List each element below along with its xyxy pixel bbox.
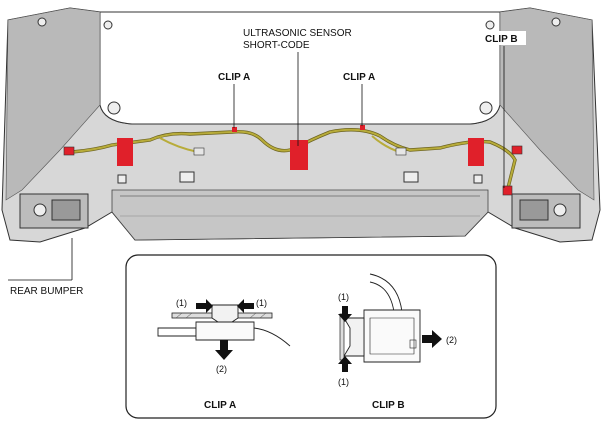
sensor-marker (290, 140, 308, 170)
connector-right-end (511, 145, 523, 155)
clip-a-point-left (232, 127, 237, 132)
clip-detail-panel: (1) (1) (2) CLIP A (1) (1) (2) (125, 254, 497, 419)
clip-a-press-arrow-left (196, 299, 213, 313)
clip-b-step1-top: (1) (338, 292, 349, 302)
clip-b-pull-arrow (422, 330, 442, 348)
clip-a-step1-right: (1) (256, 298, 267, 308)
mount-boss (485, 20, 495, 30)
clip-a-pull-arrow (215, 340, 233, 360)
ultrasonic-sensor-harness (63, 125, 523, 196)
mount-boss (107, 101, 121, 115)
right-reflector (511, 193, 581, 229)
left-side-shade (5, 7, 101, 201)
clip-a-point-right (360, 125, 365, 130)
bumper-opening (99, 11, 501, 125)
clip-b-detail: (1) (1) (2) CLIP B (338, 273, 457, 411)
clip-b-label: CLIP B (485, 34, 518, 45)
clip-a-caption: CLIP A (204, 400, 236, 411)
clip-a-press-arrow-right (237, 299, 254, 313)
connector-left-sensor (193, 147, 205, 156)
connector-left-end (63, 146, 75, 156)
clip-b-caption: CLIP B (372, 400, 405, 411)
mount-boss (479, 101, 493, 115)
clip-b-press-arrow-top (338, 306, 352, 322)
mount-boss (103, 20, 113, 30)
clip-a-detail: (1) (1) (2) CLIP A (157, 298, 291, 411)
rear-bumper-label: REAR BUMPER (10, 286, 83, 297)
clip-b-press-arrow-bottom (338, 356, 352, 372)
clip-a-step1-left: (1) (176, 298, 187, 308)
left-reflector (19, 193, 89, 229)
sensor-marker (117, 138, 133, 166)
sensor-label-line2: SHORT-CODE (243, 40, 310, 51)
mount-boss (551, 17, 561, 27)
bumper-skirt (111, 189, 489, 241)
sensor-marker (468, 138, 484, 166)
sensor-label-line1: ULTRASONIC SENSOR (243, 28, 352, 39)
clip-a-left-label: CLIP A (218, 72, 250, 83)
mount-boss (37, 17, 47, 27)
detail-frame (125, 254, 497, 419)
connector-right-sensor (395, 147, 407, 156)
clip-a-right-label: CLIP A (343, 72, 375, 83)
callouts: ULTRASONIC SENSOR SHORT-CODE CLIP A CLIP… (8, 28, 526, 297)
right-side-shade (499, 7, 595, 201)
clip-b-step1-bottom: (1) (338, 377, 349, 387)
clip-a-step2: (2) (216, 364, 227, 374)
rear-bumper (1, 7, 601, 243)
connector-bottom-right (502, 185, 513, 196)
clip-b-step2: (2) (446, 335, 457, 345)
